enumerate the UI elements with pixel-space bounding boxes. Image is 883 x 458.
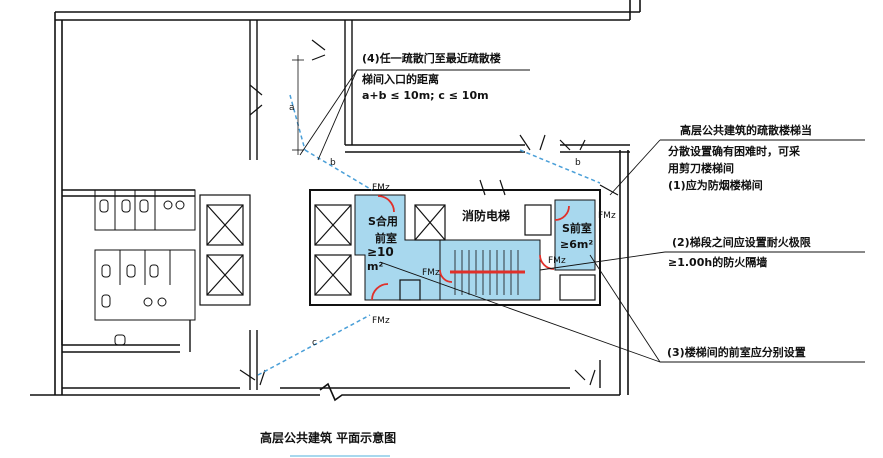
dimensions (292, 55, 304, 155)
anteroom-left-line3: ≥10 (367, 245, 394, 259)
rule3-text: (3)楼梯间的前室应分别设置 (667, 345, 806, 359)
toilet-area (94, 189, 196, 346)
diagram-title: 高层公共建筑 平面示意图 (260, 430, 396, 445)
anteroom-right-line1: S前室 (562, 221, 592, 235)
rule2-line1: (2)梯段之间应设置耐火极限 (672, 235, 811, 249)
corridor-doors (239, 39, 619, 386)
rule2-line2: ≥1.00h的防火隔墙 (668, 255, 767, 269)
fmz-label-2: FMz (422, 268, 440, 278)
dim-b-label: b (330, 158, 336, 168)
anteroom-left-line1: S合用 (368, 214, 398, 228)
anteroom-right-line2: ≥6m² (560, 238, 593, 251)
scissor-line2: 分散设置确有困难时，可采 (668, 144, 801, 158)
fmz-label-5: FMz (372, 316, 390, 326)
leader-lines (299, 69, 865, 363)
annotation-scissor: 高层公共建筑的疏散楼梯当 分散设置确有困难时，可采 用剪刀楼梯间 (1)应为防烟… (668, 123, 812, 192)
annotation-rule2: (2)梯段之间应设置耐火极限 ≥1.00h的防火隔墙 (668, 235, 811, 269)
rule4-line3: a+b ≤ 10m; c ≤ 10m (362, 89, 489, 102)
evacuation-paths (257, 94, 601, 376)
anteroom-left-line2: 前室 (375, 231, 397, 245)
fmz-label-3: FMz (548, 256, 566, 266)
scissor-line4: (1)应为防烟楼梯间 (668, 178, 763, 192)
scissor-line3: 用剪刀楼梯间 (668, 161, 734, 175)
anteroom-left-line4: m² (367, 260, 383, 273)
stair-core: 消防电梯 S合用 前室 ≥10 m² S前室 ≥6m² (309, 189, 601, 306)
dim-c-label: c (312, 338, 317, 348)
fmz-labels: FMz FMz FMz FMz FMz (372, 183, 616, 326)
fmz-label-1: FMz (372, 183, 390, 193)
dim-a-label: a (289, 103, 295, 113)
scissor-line1: 高层公共建筑的疏散楼梯当 (680, 123, 812, 137)
rule4-line1: (4)任一疏散门至最近疏散楼 (362, 51, 501, 65)
dim-b2-label: b (575, 158, 581, 168)
annotation-rule4: (4)任一疏散门至最近疏散楼 梯间入口的距离 a+b ≤ 10m; c ≤ 10… (362, 51, 501, 102)
fire-elevator-label: 消防电梯 (462, 208, 510, 223)
building-walls (30, 0, 641, 402)
fmz-label-4: FMz (598, 211, 616, 221)
rule4-line2: 梯间入口的距离 (362, 72, 439, 86)
left-elevators (199, 194, 251, 306)
